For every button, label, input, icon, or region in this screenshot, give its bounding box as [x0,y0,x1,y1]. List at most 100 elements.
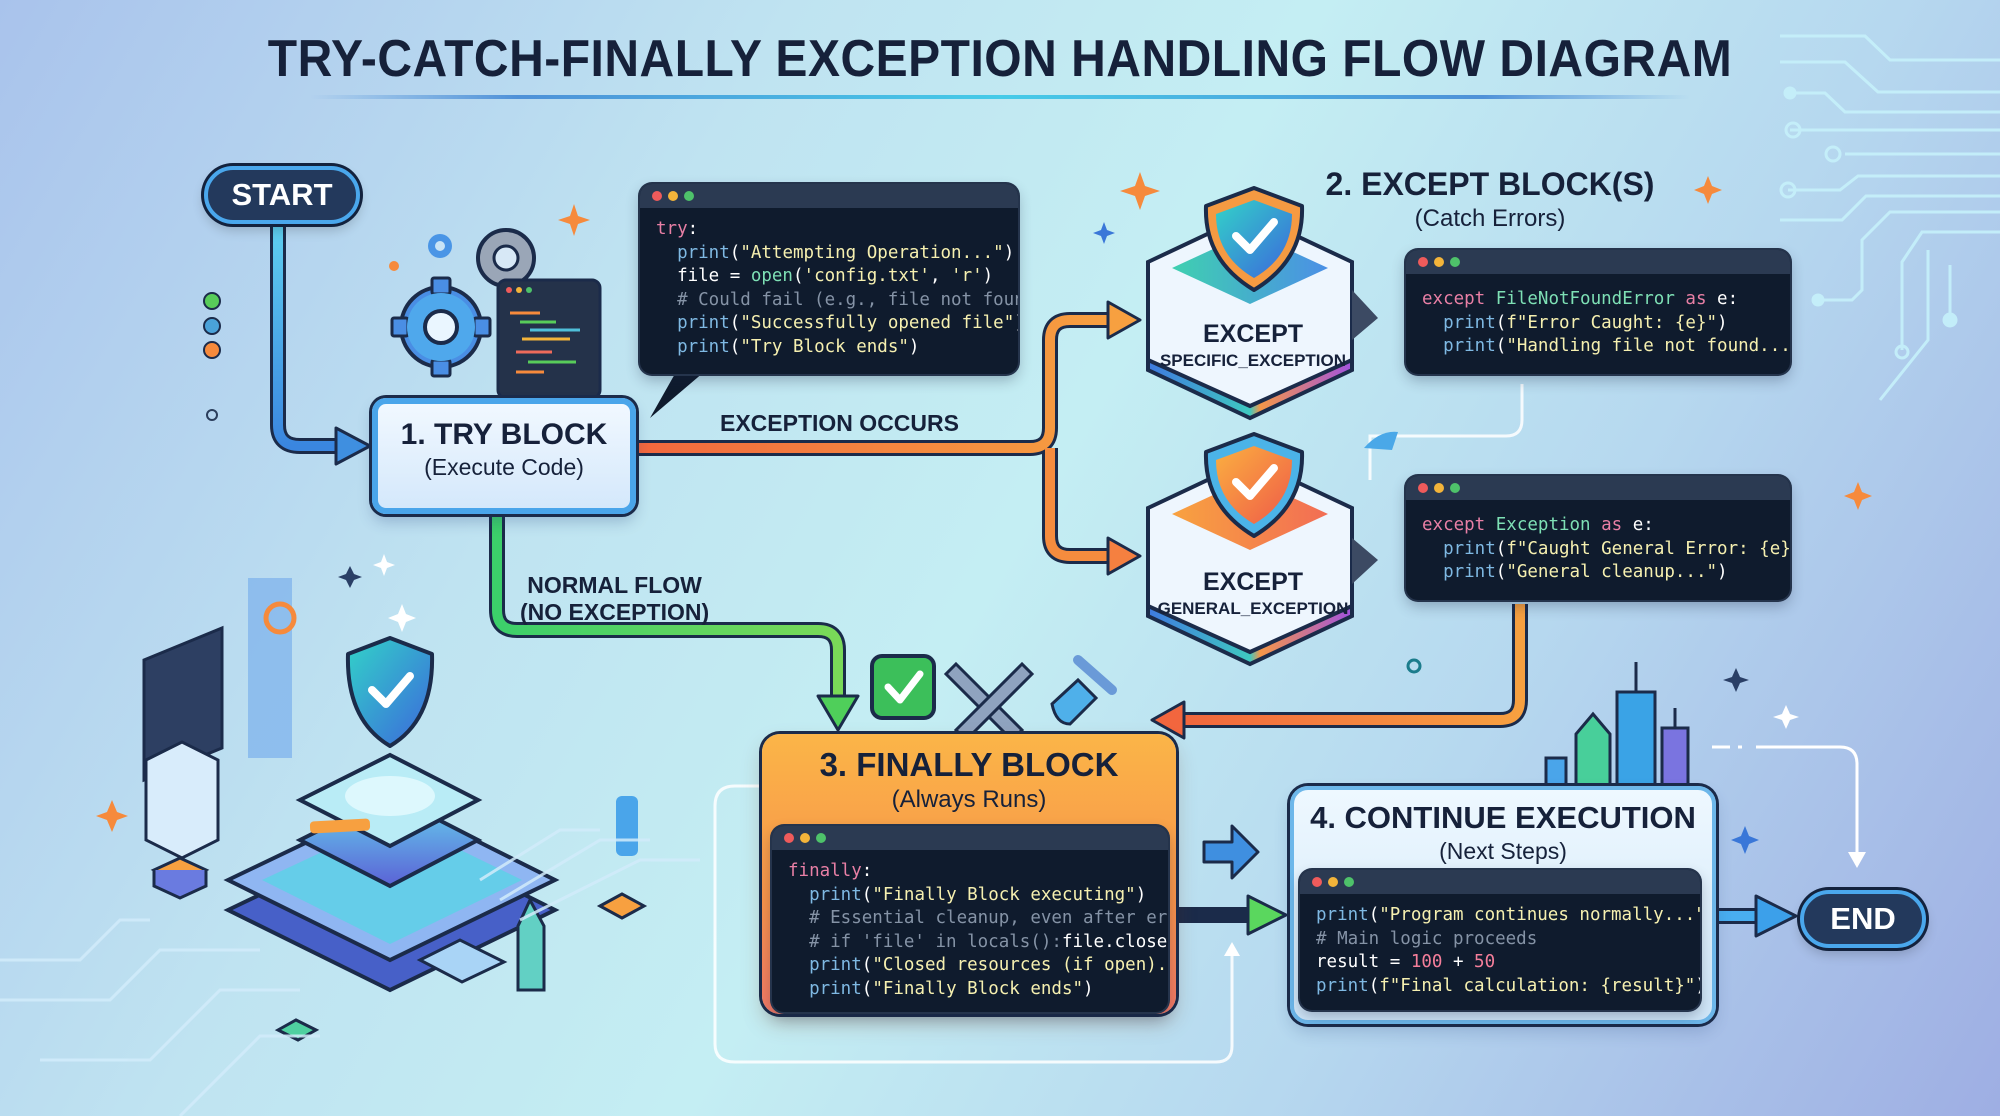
try-block-title: 1. TRY BLOCK [400,418,608,451]
blue-arrow-icon [1202,824,1260,880]
server-illustration [142,578,648,1042]
code-token: , [929,266,952,286]
continue-subtitle: (Next Steps) [1439,838,1567,864]
continue-code-content: print("Program continues normally...")# … [1300,894,1700,1008]
code-token [1422,562,1443,582]
code-token: ) [1695,976,1700,996]
maximize-dot-icon [1450,257,1460,267]
edge-normal-flow [489,508,860,732]
code-token: print [809,955,862,975]
code-token: as [1674,289,1718,309]
code-line: # Essential cleanup, even after errors [788,907,1168,931]
code-token: print [1443,538,1496,559]
code-token: ) [1717,562,1728,582]
continue-code-window: print("Program continues normally...")# … [1300,870,1700,1010]
edge-label-exception-occurs: EXCEPTION OCCURS [720,410,959,436]
continue-title: 4. CONTINUE EXECUTION [1310,800,1696,835]
code-line: print("Closed resources (if open).") [788,954,1168,978]
code-token: except [1422,515,1496,535]
try-block-subtitle: (Execute Code) [424,454,584,480]
code-token: ( [1495,336,1507,356]
code-line: print("Handling file not found...") [1422,335,1790,359]
shield-check-icon [1203,186,1305,292]
edge-except-to-finally [1150,604,1528,740]
code-callout-tail [650,372,704,418]
code-token: ( [861,978,873,999]
code-line: except Exception as e: [1422,514,1774,538]
code-line: except FileNotFoundError as e: [1422,288,1774,312]
close-dot-icon [784,833,794,843]
code-token: ) [1003,242,1015,263]
maximize-dot-icon [1450,483,1460,493]
close-dot-icon [1418,483,1428,493]
code-token [656,243,677,263]
code-token: print [1316,975,1369,996]
code-token: ( [861,955,873,975]
except-general-code-content: except Exception as e: print(f"Caught Ge… [1406,500,1790,595]
code-token: print [1443,562,1496,582]
code-line: print(f"Error Caught: {e}") [1422,312,1774,336]
code-token [1422,313,1443,333]
code-token [1422,336,1443,356]
code-token: ( [1495,538,1507,559]
code-token: 50 [1474,952,1496,972]
circuit-lines-bottom-left [0,828,700,1116]
checkmark-icon [870,654,936,720]
code-token: "Program continues normally..." [1379,905,1700,925]
code-token: ( [729,242,741,263]
code-token: "Handling file not found..." [1506,336,1790,356]
sparkle-icon [1093,222,1759,854]
edge-exception-occurs [628,300,1142,576]
end-node: END [1800,890,1926,948]
code-token: "Closed resources (if open)." [872,955,1168,975]
except-header-subtitle: (Catch Errors) [1414,205,1566,232]
code-token: "General cleanup..." [1506,562,1718,582]
code-token [656,337,677,357]
except-general-subtitle: GENERAL_EXCEPTION [1157,599,1349,618]
code-token: e: [1717,289,1739,309]
except-general-label: EXCEPT GENERAL_EXCEPTION [1148,568,1358,619]
code-token: print [1443,312,1496,333]
blue-swoosh-icon [1364,431,1398,450]
code-token [1422,539,1443,559]
code-token: ) [908,336,920,357]
circuit-lines-top-right [1779,34,2000,401]
code-token [788,955,809,975]
minimize-dot-icon [1328,877,1338,887]
wrench-icon [943,661,1035,743]
code-token: f"Caught General Error: {e}" [1506,538,1790,559]
code-line: print("Attempting Operation...") [656,242,1014,266]
finally-block-subtitle: (Always Runs) [891,786,1047,813]
brush-icon [1050,655,1117,726]
finally-code-content: finally: print("Finally Block executing"… [772,850,1168,1011]
code-token: ) [1717,312,1728,333]
except-specific-label: EXCEPT SPECIFIC_EXCEPTION [1148,320,1358,371]
edge-start-to-try [270,214,372,466]
maximize-dot-icon [816,833,826,843]
code-line: finally: [788,860,1152,884]
normal-flow-line2: (NO EXCEPTION) [520,599,710,625]
shield-check-icon [1203,432,1305,538]
try-code-window: try: print("Attempting Operation...") fi… [640,184,1018,374]
code-token: e: [1632,515,1654,535]
code-token: "Successfully opened file" [740,313,1015,333]
code-token: print [809,978,862,999]
code-token: print [677,313,730,333]
gear-icon [428,234,452,258]
code-token: ) [1083,978,1094,999]
code-token: ( [729,336,741,357]
code-token: ( [729,313,741,333]
code-token: Exception [1495,515,1591,535]
code-token: "Finally Block ends" [872,978,1084,999]
window-titlebar [1300,870,1700,894]
code-token: # if 'file' in locals(): [788,931,1062,952]
status-dots-decoration [203,292,221,421]
code-token: print [677,336,730,357]
code-token: print [809,884,862,905]
code-token: finally [788,861,862,881]
code-line: # if 'file' in locals():file.close() [788,931,1168,955]
code-token: ( [1495,312,1507,333]
code-token: print [1316,905,1369,925]
code-token: file = [656,266,751,286]
except-specific-code-content: except FileNotFoundError as e: print(f"E… [1406,274,1790,369]
